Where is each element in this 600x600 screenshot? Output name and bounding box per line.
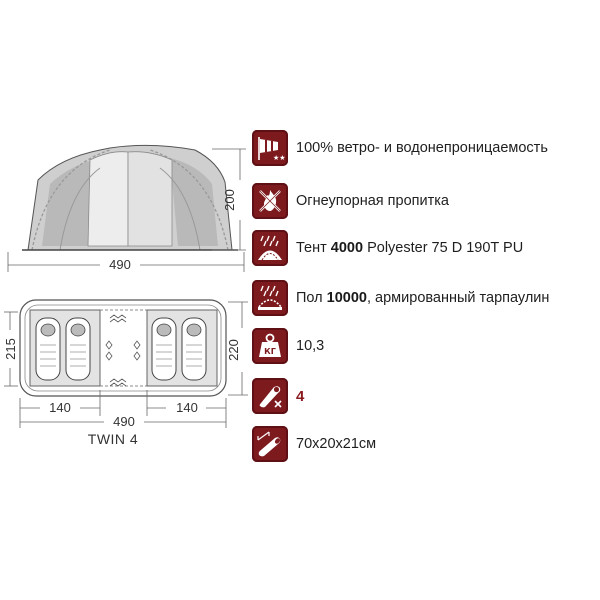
svg-text:★★: ★★ <box>273 154 285 162</box>
feature-windproof-text: 100% ветро- и водонепроницаемость <box>296 140 548 156</box>
side-height-dimension: 200 <box>212 148 246 251</box>
feature-packed-size-text: 70x20x21см <box>296 436 377 452</box>
plan-left-dimension: 215 <box>3 311 18 387</box>
side-view <box>22 144 238 251</box>
plan-left-label: 215 <box>3 338 18 360</box>
sleeping-bag-icon <box>252 378 288 414</box>
fire-retardant-icon <box>252 183 288 219</box>
side-height-label: 200 <box>222 189 237 211</box>
feature-tent-fabric-text: Тент 4000 Polyester 75 D 190T PU <box>296 240 524 256</box>
plan-bottom-dimensions: 140 140 490 <box>19 390 227 429</box>
plan-right-label: 220 <box>226 339 241 361</box>
feature-weight: КГ 10,3 <box>252 328 324 364</box>
rain-tent-icon <box>252 230 288 266</box>
weight-icon: КГ <box>252 328 288 364</box>
side-width-dimension: 490 <box>7 252 245 272</box>
packed-size-icon <box>252 426 288 462</box>
feature-capacity: 4 <box>252 378 304 414</box>
plan-bottom-left-label: 140 <box>49 400 71 415</box>
feature-windproof: ★★ 100% ветро- и водонепроницаемость <box>252 130 548 166</box>
rain-floor-icon <box>252 280 288 316</box>
floor-plan <box>19 299 227 397</box>
plan-bottom-total-label: 490 <box>113 414 135 429</box>
side-width-label: 490 <box>109 257 131 272</box>
feature-floor-fabric-text: Пол 10000, армированный тарпаулин <box>296 290 550 306</box>
feature-capacity-text: 4 <box>296 387 305 405</box>
plan-bottom-right-label: 140 <box>176 400 198 415</box>
model-name: TWIN 4 <box>88 431 138 447</box>
weight-badge-label: КГ <box>264 347 276 356</box>
plan-right-dimension: 220 <box>226 301 248 396</box>
feature-tent-fabric: Тент 4000 Polyester 75 D 190T PU <box>252 230 523 266</box>
feature-fire-retardant-text: Огнеупорная пропитка <box>296 193 449 209</box>
feature-fire-retardant: Огнеупорная пропитка <box>252 183 449 219</box>
feature-weight-text: 10,3 <box>296 338 325 354</box>
feature-packed-size: 70x20x21см <box>252 426 376 462</box>
wind-icon: ★★ <box>252 130 288 166</box>
feature-floor-fabric: Пол 10000, армированный тарпаулин <box>252 280 549 316</box>
